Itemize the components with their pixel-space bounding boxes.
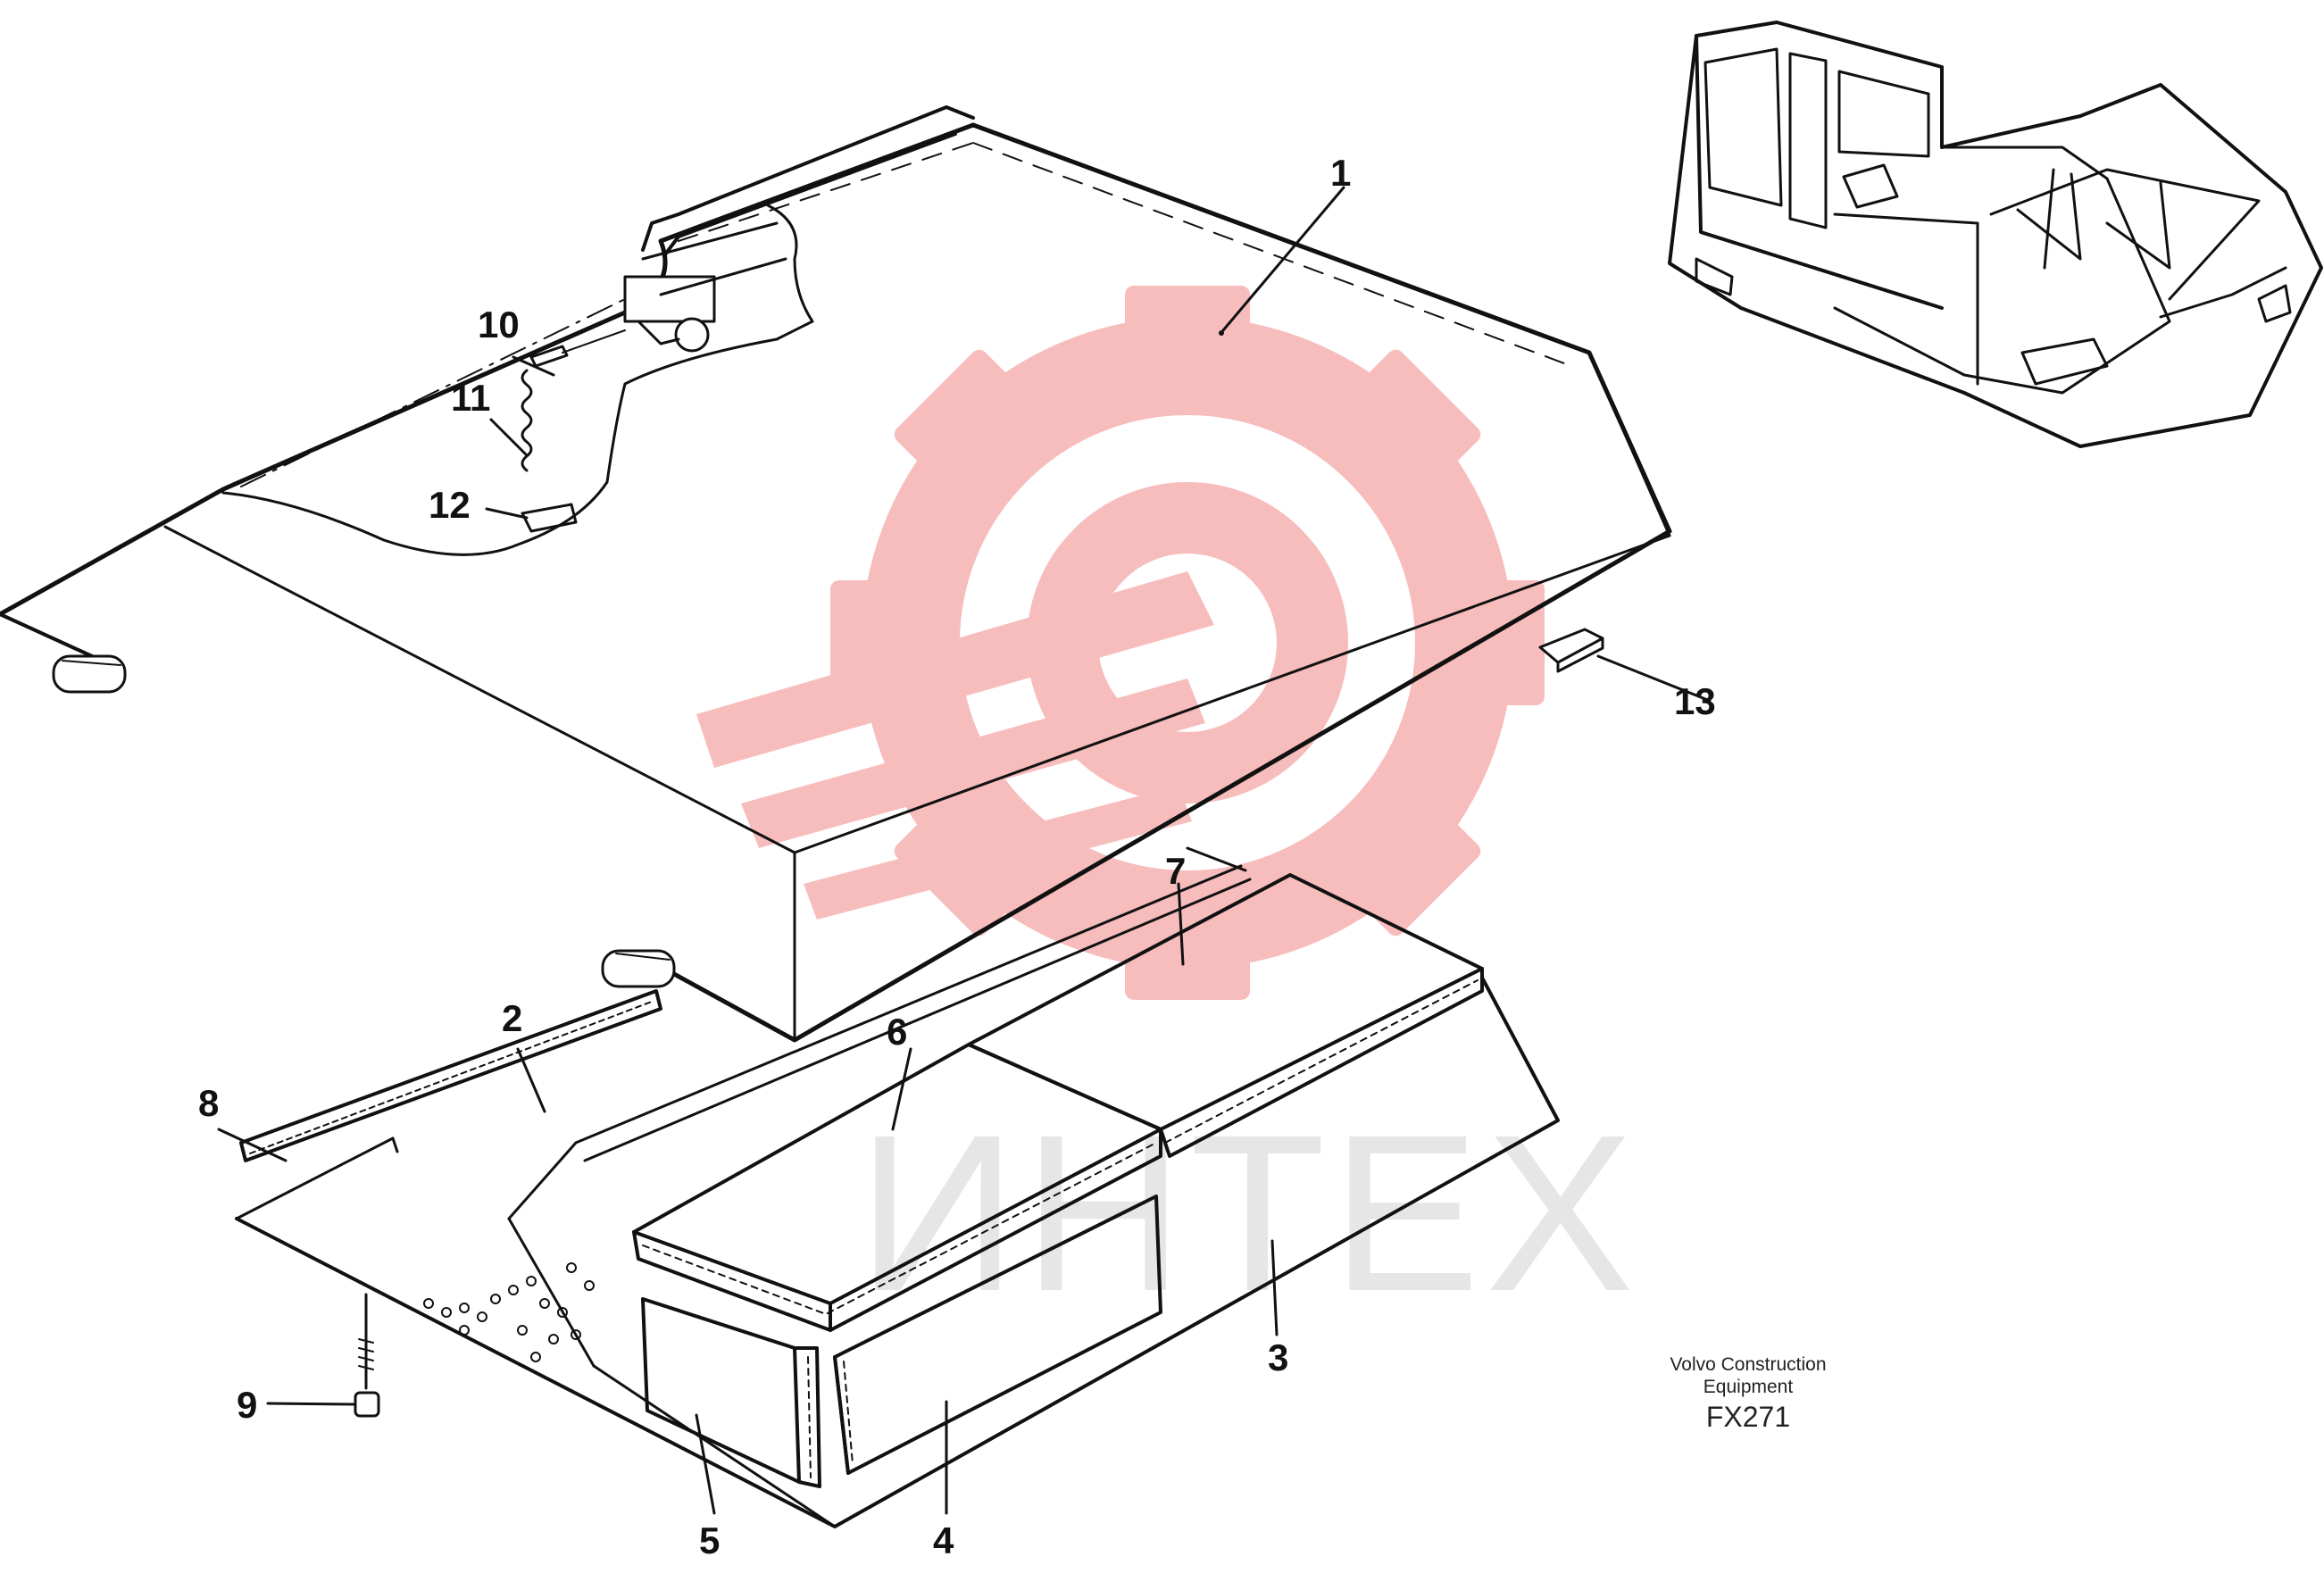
latch-mechanism <box>562 221 787 354</box>
callout-13: 13 <box>1674 680 1716 722</box>
excavator-thumbnail <box>1668 21 2323 448</box>
side-foam-panel-left <box>641 1297 821 1488</box>
perforation-dots <box>423 1262 595 1362</box>
callout-4: 4 <box>933 1519 954 1561</box>
cover-panel <box>0 105 1672 1043</box>
leader-lines <box>217 186 1712 1515</box>
callout-11: 11 <box>451 377 490 419</box>
hinge-left <box>52 654 127 694</box>
front-foam-strip <box>239 989 662 1162</box>
watermark: ИНТЕХ <box>696 286 1639 1337</box>
callouts: 1 2 3 4 5 6 7 8 9 10 11 12 13 <box>198 152 1716 1561</box>
small-block-part <box>1538 628 1604 673</box>
credit-line-1: Volvo Construction <box>1670 1354 1826 1375</box>
callout-6: 6 <box>887 1011 907 1053</box>
credit-block: Volvo Construction Equipment FX271 <box>1670 1354 1826 1433</box>
rear-foam-pad <box>967 873 1484 1158</box>
callout-12: 12 <box>429 484 471 526</box>
gear-logo-icon <box>696 286 1545 1000</box>
bracket-part <box>521 503 578 533</box>
callout-5: 5 <box>699 1519 720 1561</box>
watermark-text: ИНТЕХ <box>857 1088 1639 1337</box>
spring-part <box>521 369 533 472</box>
credit-line-2: Equipment <box>1703 1377 1794 1397</box>
callout-7: 7 <box>1165 850 1186 892</box>
callout-3: 3 <box>1268 1336 1288 1378</box>
callout-8: 8 <box>198 1082 219 1124</box>
side-foam-panel-right <box>833 1195 1162 1475</box>
callout-1: 1 <box>1330 152 1351 194</box>
base-tray <box>235 846 1560 1528</box>
callout-9: 9 <box>237 1384 257 1426</box>
clip-part <box>529 345 569 368</box>
callout-10: 10 <box>478 304 520 345</box>
screw-part <box>354 1293 380 1418</box>
figure-code: FX271 <box>1706 1401 1790 1433</box>
hinge-right <box>601 949 676 988</box>
callout-2: 2 <box>502 997 522 1039</box>
